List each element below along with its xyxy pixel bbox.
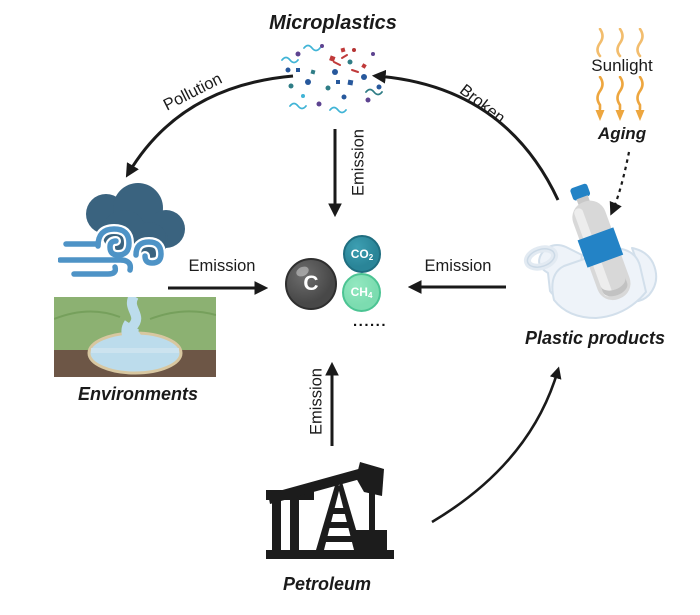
petroleum-label: Petroleum [282,574,372,594]
emission-right-label: Emission [424,257,492,275]
emission-left-label: Emission [188,257,256,275]
emission-top-label: Emission [349,129,368,196]
sunlight-rays-icon [596,28,644,58]
emission-bottom-label: Emission [307,368,326,435]
plastic-bottle-icon [523,183,658,319]
sunlight-label: Sunlight [591,56,653,75]
river-landscape-icon [54,297,216,377]
cloud-wind-icon [58,183,185,279]
co2-molecule: CO2 [343,235,381,273]
co2-label: CO2 [350,246,374,262]
ellipsis-dots: ...... [352,313,387,330]
plastic-products-label: Plastic products [524,328,666,348]
sunlight-arrows-icon [595,76,645,121]
carbon-label: C [303,272,319,295]
microplastics-icon [281,44,383,114]
ch4-label: CH4 [350,285,373,300]
microplastics-label: Microplastics [269,12,397,34]
aging-label: Aging [597,124,647,143]
ch4-molecule: CH4 [342,273,381,312]
pollution-label: Pollution [160,69,226,115]
pumpjack-icon [266,462,394,559]
petroleum-to-plastic-arrow [431,366,562,524]
environments-label: Environments [77,384,199,404]
carbon-atom: C [285,258,337,310]
broken-label: Broken [456,80,509,128]
